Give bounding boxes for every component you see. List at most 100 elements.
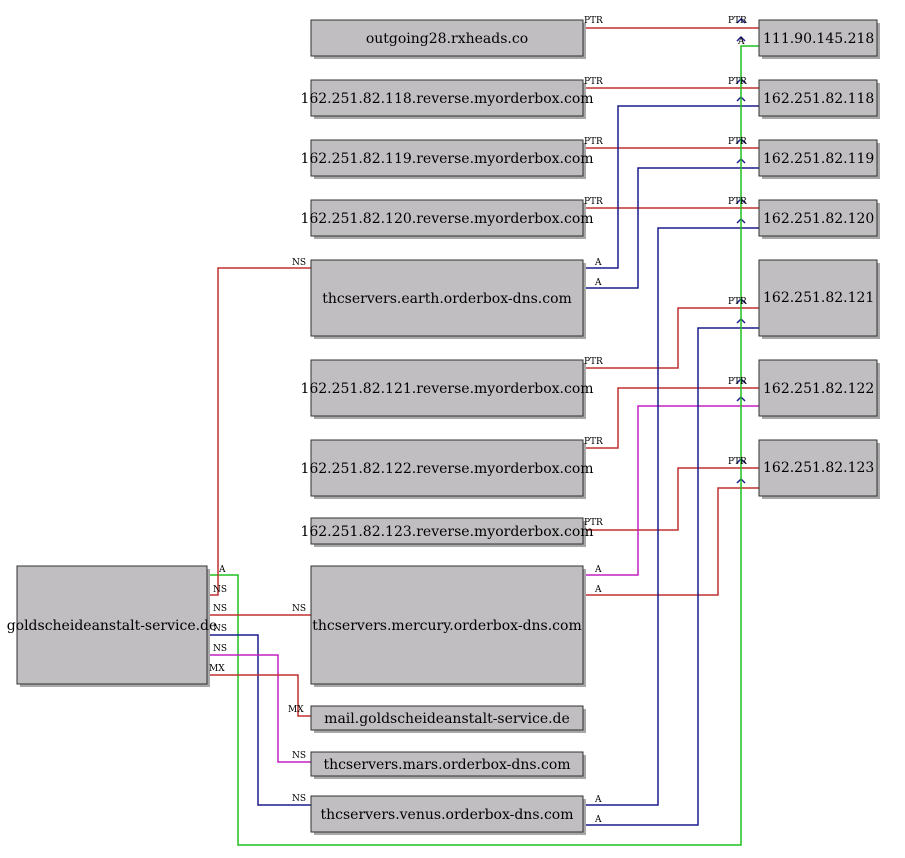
edge-label-source: PTR: [584, 137, 603, 147]
node-rev119[interactable]: 162.251.82.119.reverse.myorderbox.com: [300, 139, 594, 179]
edge-mx-mail: [207, 674, 311, 717]
edge-label-target: NS: [292, 258, 306, 268]
node-box: [310, 79, 584, 117]
edge-ptr-122: [583, 377, 759, 449]
edge-line-a-venus-120: [583, 227, 759, 806]
node-label: 162.251.82.122.reverse.myorderbox.com: [300, 461, 593, 477]
node-label: 162.251.82.120: [763, 211, 874, 227]
edge-a-domain-218: [207, 35, 759, 846]
edge-line-a-domain-218: [207, 45, 759, 846]
node-label: 162.251.82.119: [763, 151, 874, 167]
edge-line-a-mercury-123: [583, 487, 759, 596]
node-outgoing[interactable]: outgoing28.rxheads.co: [310, 19, 586, 59]
node-mail[interactable]: mail.goldscheideanstalt-service.de: [310, 705, 586, 733]
edge-line-ns-earth: [207, 267, 311, 596]
node-domain[interactable]: goldscheideanstalt-service.de: [7, 565, 218, 687]
edge-ns-venus: [207, 634, 311, 806]
edge-label-source: NS: [213, 644, 227, 654]
node-box: [310, 565, 584, 685]
edge-line-ns-mars: [207, 654, 311, 763]
edge-label-target: PTR: [728, 137, 747, 147]
node-box: [310, 795, 584, 833]
edge-arrowhead: [736, 17, 746, 24]
edge-line-ptr-122: [583, 387, 759, 449]
node-mercury[interactable]: thcservers.mercury.orderbox-dns.com: [310, 565, 586, 687]
node-label: 162.251.82.118.reverse.myorderbox.com: [300, 91, 593, 107]
node-box: [310, 751, 584, 777]
node-box: [310, 517, 584, 545]
edge-label-source: A: [218, 565, 226, 575]
edge-line-ptr-121: [583, 307, 759, 369]
edge-label-target: PTR: [728, 297, 747, 307]
edge-line-ns-venus: [207, 634, 311, 806]
node-rev123[interactable]: 162.251.82.123.reverse.myorderbox.com: [300, 517, 594, 547]
edge-label-source: PTR: [584, 518, 603, 528]
edge-line-a-earth-119: [583, 167, 759, 289]
edge-label-source: NS: [213, 585, 227, 595]
node-label: 162.251.82.121.reverse.myorderbox.com: [300, 381, 593, 397]
node-mars[interactable]: thcservers.mars.orderbox-dns.com: [310, 751, 586, 779]
node-box: [310, 439, 584, 497]
node-label: 162.251.82.121: [763, 290, 874, 306]
edge-label-source: PTR: [584, 16, 603, 26]
edge-line-a-mercury-122: [583, 405, 759, 576]
node-rev121[interactable]: 162.251.82.121.reverse.myorderbox.com: [300, 359, 594, 419]
node-ip120[interactable]: 162.251.82.120: [758, 199, 880, 239]
node-label: 162.251.82.119.reverse.myorderbox.com: [300, 151, 593, 167]
node-label: outgoing28.rxheads.co: [366, 31, 528, 47]
edge-ptr-121: [583, 297, 759, 369]
node-earth[interactable]: thcservers.earth.orderbox-dns.com: [310, 259, 586, 339]
edge-label-target: NS: [292, 751, 306, 761]
edge-label-source: A: [594, 795, 602, 805]
node-label: 162.251.82.123.reverse.myorderbox.com: [300, 524, 593, 540]
node-ip119[interactable]: 162.251.82.119: [758, 139, 880, 179]
node-ip123[interactable]: 162.251.82.123: [758, 439, 880, 499]
node-label: 162.251.82.118: [763, 91, 874, 107]
edge-label-target: NS: [292, 604, 306, 614]
edge-label-target: MX: [288, 705, 304, 715]
node-ip121[interactable]: 162.251.82.121: [758, 259, 880, 339]
edge-ns-mars: [207, 654, 311, 763]
node-label: thcservers.mars.orderbox-dns.com: [323, 757, 570, 773]
node-label: thcservers.mercury.orderbox-dns.com: [312, 618, 581, 634]
node-box: [758, 439, 878, 497]
node-box: [758, 19, 878, 57]
edge-a-mercury-122: [583, 395, 759, 576]
edge-label-target: PTR: [728, 77, 747, 87]
node-box: [758, 259, 878, 337]
edge-line-mx-mail: [207, 674, 311, 717]
node-ip118[interactable]: 162.251.82.118: [758, 79, 880, 119]
node-label: 162.251.82.120.reverse.myorderbox.com: [300, 211, 593, 227]
edge-line-ptr-123: [583, 467, 759, 531]
edge-arrowhead: [736, 35, 746, 42]
edge-label-source: PTR: [584, 437, 603, 447]
node-venus[interactable]: thcservers.venus.orderbox-dns.com: [310, 795, 586, 835]
edge-label-source: A: [594, 815, 602, 825]
node-box: [310, 139, 584, 177]
edge-label-source: PTR: [584, 357, 603, 367]
node-box: [310, 359, 584, 417]
node-rev122[interactable]: 162.251.82.122.reverse.myorderbox.com: [300, 439, 594, 499]
node-box: [758, 359, 878, 417]
node-box: [310, 19, 584, 57]
node-box: [758, 79, 878, 117]
edge-ptr-123: [583, 457, 759, 531]
edge-label-source: A: [594, 278, 602, 288]
edge-label-target: PTR: [728, 16, 747, 26]
node-box: [758, 199, 878, 237]
edge-label-target: NS: [292, 794, 306, 804]
edge-label-target: PTR: [728, 457, 747, 467]
edge-label-source: NS: [213, 604, 227, 614]
node-rev120[interactable]: 162.251.82.120.reverse.myorderbox.com: [300, 199, 594, 239]
node-box: [310, 199, 584, 237]
node-box: [16, 565, 208, 685]
edge-ns-earth: [207, 267, 311, 596]
node-rev118[interactable]: 162.251.82.118.reverse.myorderbox.com: [300, 79, 594, 119]
edge-label-target: A: [737, 37, 745, 47]
edges-layer: [207, 17, 759, 846]
edge-line-a-earth-118: [583, 105, 759, 269]
edge-ptr-outgoing: [583, 17, 759, 29]
node-ip122[interactable]: 162.251.82.122: [758, 359, 880, 419]
node-ip218[interactable]: 111.90.145.218: [758, 19, 880, 59]
